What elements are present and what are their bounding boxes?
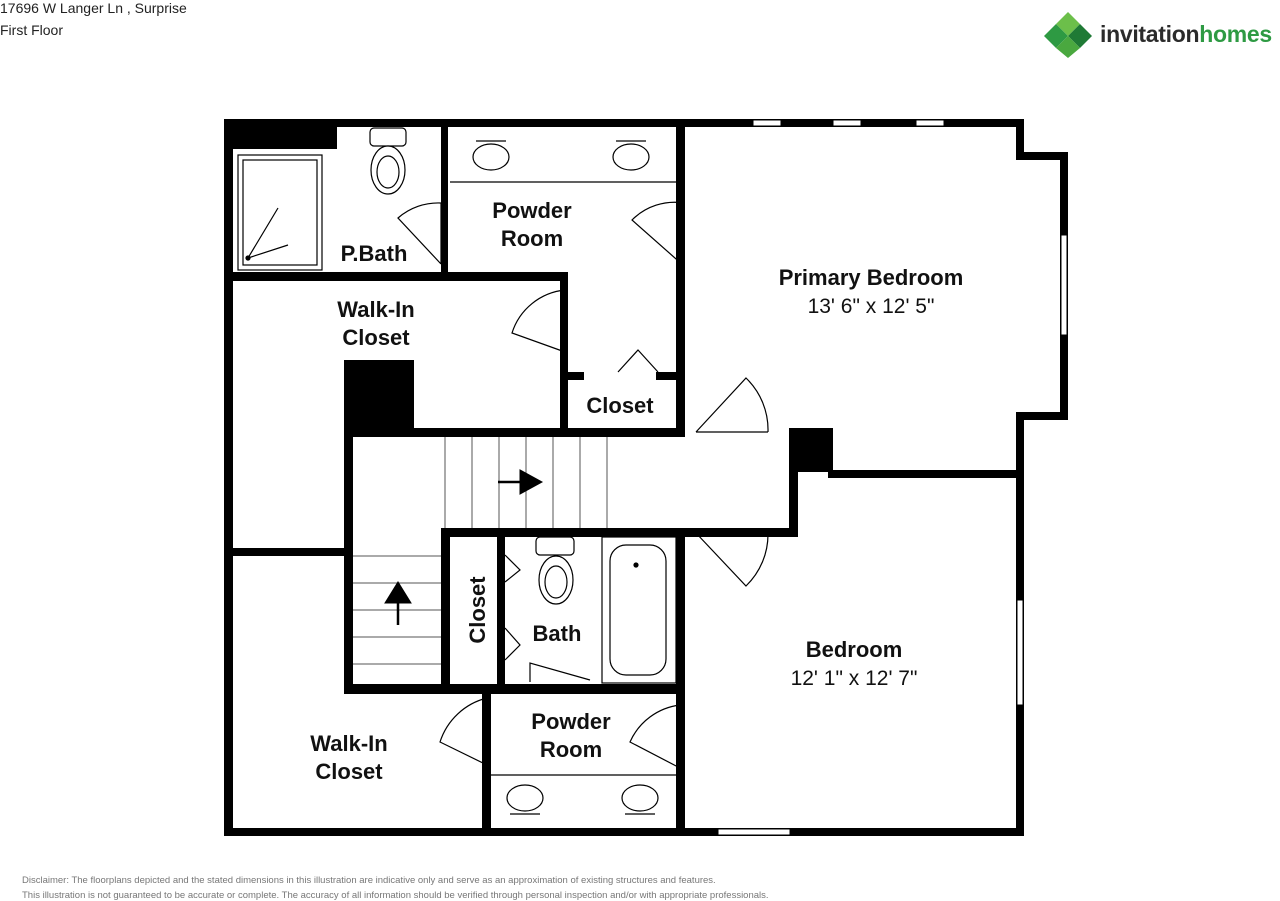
windows bbox=[717, 119, 1068, 836]
property-address: 17696 W Langer Ln , Surprise bbox=[0, 0, 187, 16]
arrow-right-icon bbox=[519, 469, 544, 495]
disclaimer-line-2: This illustration is not guaranteed to b… bbox=[22, 890, 769, 901]
label-powder-top-1: Powder bbox=[492, 198, 572, 223]
fixtures bbox=[237, 127, 677, 815]
label-walkin-bottom-1: Walk-In bbox=[310, 731, 387, 756]
walls bbox=[224, 119, 1068, 836]
brand-word-homes: homes bbox=[1199, 21, 1272, 47]
label-powder-bottom-2: Room bbox=[540, 737, 602, 762]
label-powder-top-2: Room bbox=[501, 226, 563, 251]
label-powder-bottom-1: Powder bbox=[531, 709, 611, 734]
doors bbox=[397, 201, 769, 769]
room-labels: P.Bath Powder Room Primary Bedroom 13' 6… bbox=[310, 198, 963, 784]
label-primary-dims: 13' 6" x 12' 5" bbox=[808, 295, 935, 318]
floor-label: First Floor bbox=[0, 22, 63, 38]
brand-wordmark: invitationhomes bbox=[1100, 21, 1272, 48]
label-walkin-top-2: Closet bbox=[342, 325, 410, 350]
arrow-up-icon bbox=[384, 581, 412, 604]
toilet-icon-bath bbox=[535, 536, 575, 556]
toilet-icon bbox=[369, 127, 407, 147]
diamond-logo-icon bbox=[1044, 12, 1092, 58]
stair-direction-arrows bbox=[384, 469, 544, 625]
label-bedroom-dims: 12' 1" x 12' 7" bbox=[791, 667, 918, 690]
label-bedroom: Bedroom bbox=[806, 637, 903, 662]
label-bath: Bath bbox=[533, 621, 582, 646]
label-closet-top: Closet bbox=[586, 393, 654, 418]
brand-logo: invitationhomes bbox=[1044, 12, 1280, 58]
label-pbath: P.Bath bbox=[341, 241, 408, 266]
label-primary-bedroom: Primary Bedroom bbox=[779, 265, 964, 290]
sink-icon bbox=[472, 143, 510, 171]
label-closet-mid: Closet bbox=[465, 576, 490, 644]
brand-word-invitation: invitation bbox=[1100, 21, 1200, 47]
label-walkin-top-1: Walk-In bbox=[337, 297, 414, 322]
disclaimer-line-1: Disclaimer: The floorplans depicted and … bbox=[22, 875, 716, 886]
label-walkin-bottom-2: Closet bbox=[315, 759, 383, 784]
